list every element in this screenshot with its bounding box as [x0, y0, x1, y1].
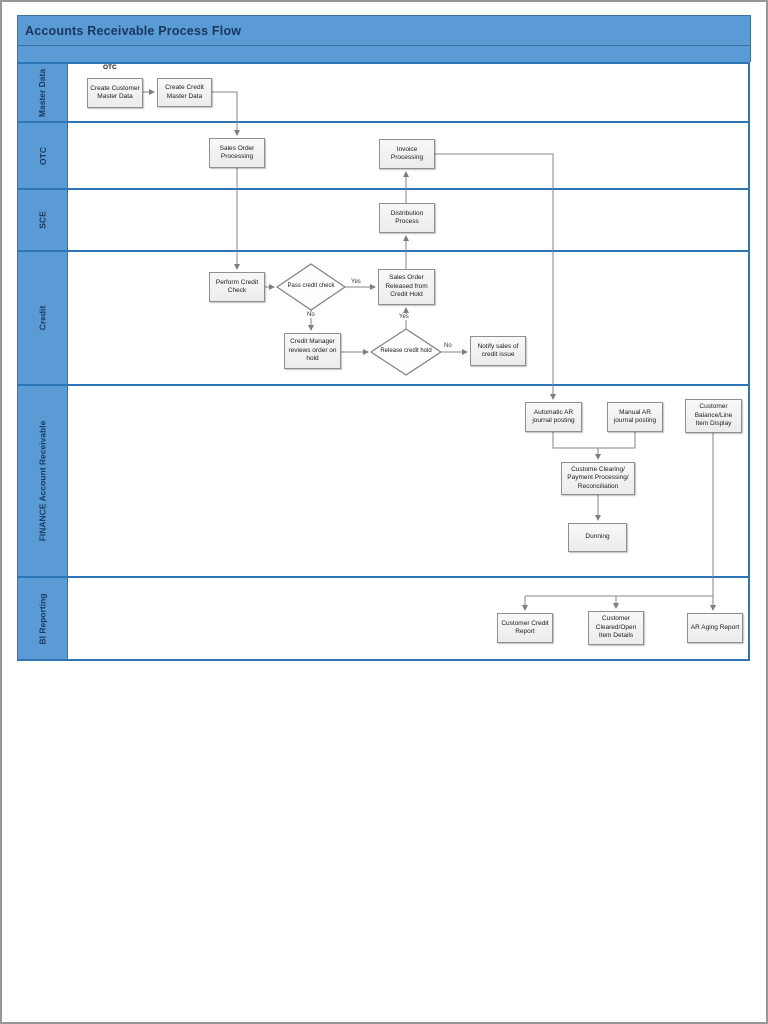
- lane-label-otc: OTC: [17, 123, 68, 188]
- lane-master-data: Master Data: [17, 62, 750, 121]
- node-customer-credit-report: Customer Credit Report: [497, 613, 553, 643]
- node-sales-order-processing: Sales Order Processing: [209, 138, 265, 168]
- decision-pass-credit-check-label: Pass credit check: [287, 283, 335, 290]
- node-create-credit-master-data: Create Credit Master Data: [157, 78, 212, 107]
- decision-release-credit-hold-label: Release credit hold: [380, 348, 432, 355]
- node-sales-order-released: Sales Order Released from Credit Hold: [378, 269, 435, 305]
- node-credit-manager-reviews: Credit Manager reviews order on hold: [284, 333, 341, 369]
- page-title: Accounts Receivable Process Flow: [25, 23, 242, 38]
- node-manual-ar-posting: Manual AR journal posting: [607, 402, 663, 432]
- node-perform-credit-check: Perform Credit Check: [209, 272, 265, 302]
- lane-sce: SCE: [17, 188, 750, 250]
- lane-label-credit: Credit: [17, 252, 68, 384]
- lane-label-master-data: Master Data: [17, 64, 68, 121]
- node-create-customer-master-data: Create Customer Master Data: [87, 78, 143, 108]
- lane-content-bi-reporting: [68, 578, 750, 659]
- node-notify-sales: Notify sales of credit issue: [470, 336, 526, 366]
- phase-tag-otc: OTC: [103, 64, 117, 71]
- edge-label-pass-yes: Yes: [350, 279, 362, 285]
- node-customer-clearing: Custome Clearing/ Payment Processing/ Re…: [561, 462, 635, 495]
- node-customer-cleared-open: Customer Cleared/Open Item Details: [588, 611, 644, 645]
- lane-otc: OTC: [17, 121, 750, 188]
- node-automatic-ar-posting: Automatic AR journal posting: [525, 402, 582, 432]
- phase-header-strip: [17, 46, 751, 62]
- edge-label-release-no: No: [443, 343, 453, 349]
- edge-label-pass-no: No: [306, 312, 316, 318]
- edge-label-release-yes: Yes: [398, 314, 410, 320]
- process-flow-diagram: Accounts Receivable Process Flow Master …: [17, 15, 751, 661]
- node-invoice-processing: Invoice Processing: [379, 139, 435, 169]
- node-distribution-process: Distribution Process: [379, 203, 435, 233]
- lane-label-finance-ar: FINANCE Account Receivable: [17, 386, 68, 576]
- node-dunning: Dunning: [568, 523, 627, 552]
- diagram-title-bar: Accounts Receivable Process Flow: [17, 15, 751, 46]
- node-ar-aging-report: AR Aging Report: [687, 613, 743, 643]
- lane-label-bi-reporting: BI Reporting: [17, 578, 68, 659]
- node-customer-balance-display: Customer Balance/Line Item Display: [685, 399, 742, 433]
- lane-label-sce: SCE: [17, 190, 68, 250]
